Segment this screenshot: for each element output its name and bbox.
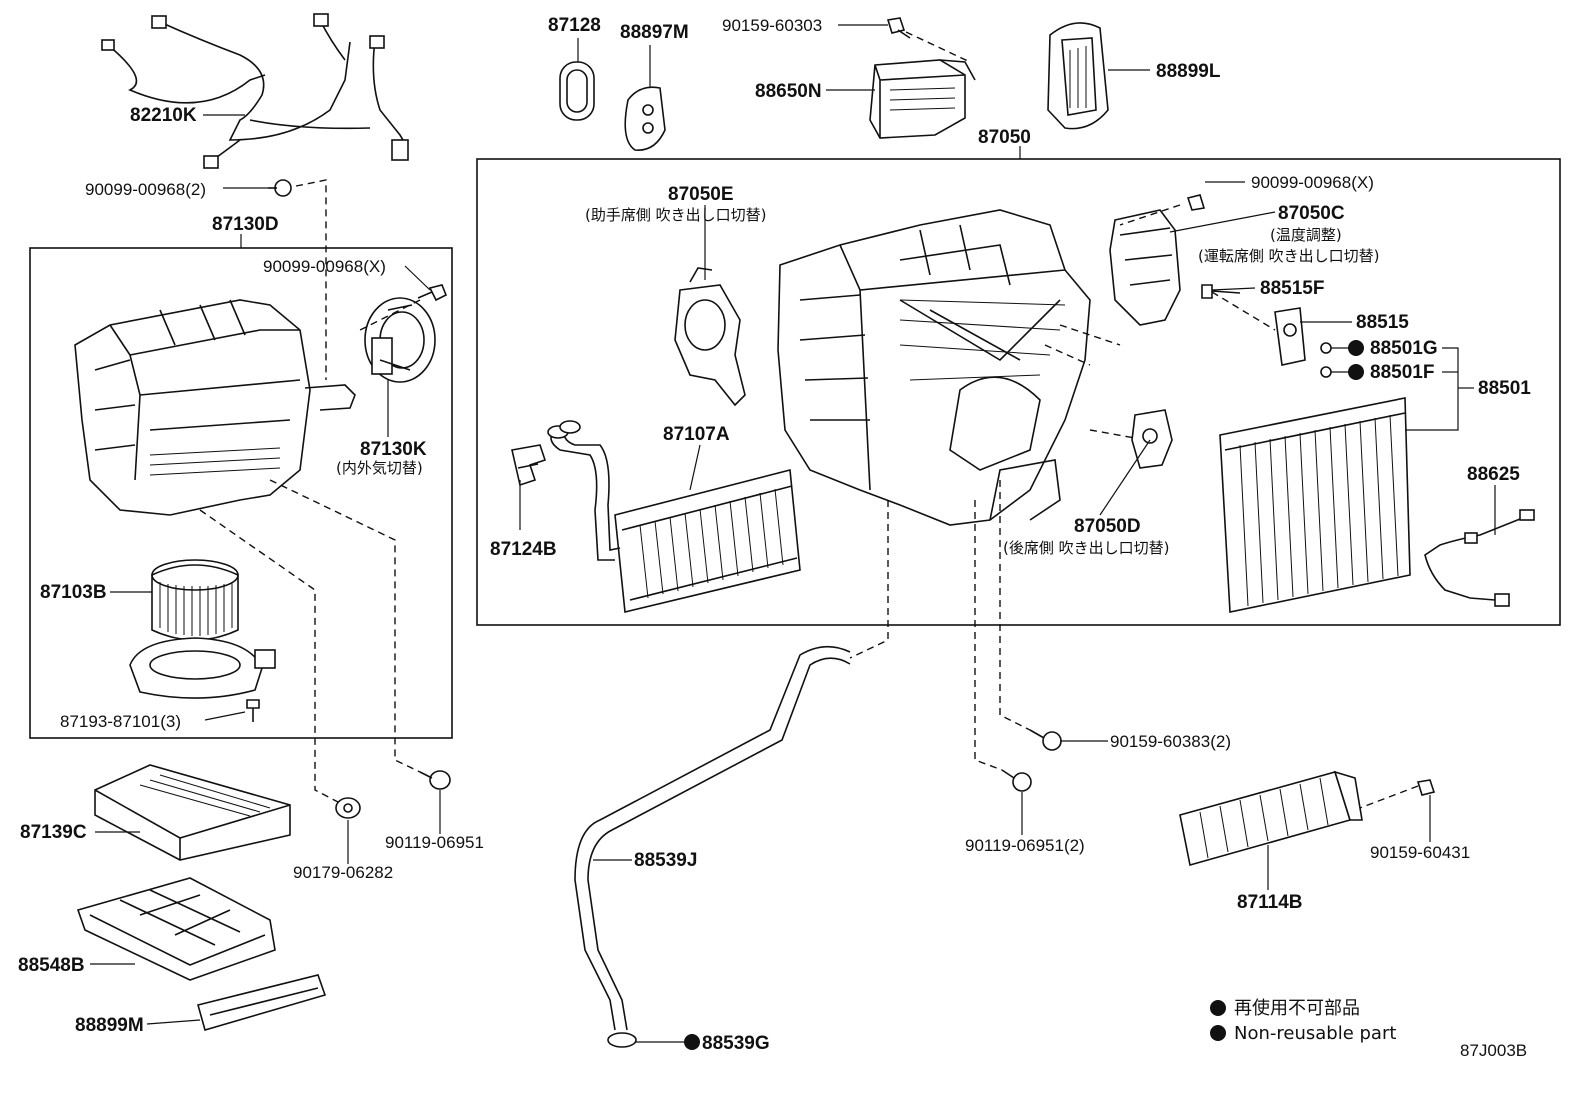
expansion-valve-88515 — [1274, 307, 1306, 366]
label-88899L: 88899L — [1156, 61, 1221, 82]
seal-87128 — [559, 61, 595, 121]
label-87050E: 87050E — [668, 184, 734, 205]
bolt-90119-06951 — [419, 770, 451, 790]
label-87114B: 87114B — [1237, 892, 1303, 913]
legend: 再使用不可部品 Non-reusable part — [1210, 998, 1396, 1044]
label-88501G: 88501G — [1370, 338, 1438, 359]
label-87130D: 87130D — [212, 214, 279, 235]
bolt-90159-60303 — [886, 17, 911, 39]
bolt-90099-00968-right — [1186, 194, 1206, 211]
label-87050E-sub: (助手席側 吹き出し口切替) — [585, 206, 766, 224]
label-87130K-sub: (内外気切替) — [336, 459, 423, 477]
blower-motor-87103B — [129, 559, 276, 699]
label-90119-06951: 90119-06951 — [385, 833, 484, 852]
o-ring-88501F — [1320, 366, 1332, 378]
label-82210K: 82210K — [130, 105, 197, 126]
label-88515: 88515 — [1356, 312, 1409, 333]
label-88650N: 88650N — [755, 81, 822, 102]
label-87050D: 87050D — [1074, 516, 1141, 537]
label-88897M: 88897M — [620, 22, 689, 43]
legend-dot-en — [1210, 1025, 1226, 1041]
label-90099-00968-x-left: 90099-00968(X) — [263, 257, 386, 276]
wire-harness-82210K — [101, 13, 409, 169]
label-90099-00968-2: 90099-00968(2) — [85, 180, 206, 199]
label-90099-00968-x-right: 90099-00968(X) — [1251, 173, 1374, 192]
label-88539J: 88539J — [634, 850, 697, 871]
non-reusable-dot-88501F — [1348, 364, 1364, 380]
servo-motor-87050C — [1109, 209, 1181, 326]
filter-case-88548B — [76, 877, 276, 981]
bolt-90159-60431 — [1416, 779, 1436, 796]
legend-text-jp: 再使用不可部品 — [1234, 998, 1360, 1019]
diagram-code: 87J003B — [1460, 1041, 1527, 1060]
legend-dot-jp — [1210, 1000, 1226, 1016]
non-reusable-dot-88501G — [1348, 340, 1364, 356]
label-87103B: 87103B — [40, 582, 107, 603]
label-87139C: 87139C — [20, 822, 87, 843]
label-87050C-sub2: (運転席側 吹き出し口切替) — [1198, 247, 1379, 265]
blower-case-87130D — [74, 299, 356, 516]
servo-motor-87130K — [364, 297, 436, 383]
label-88501: 88501 — [1478, 378, 1531, 399]
label-90159-60431: 90159-60431 — [1370, 843, 1470, 862]
bolt-88515F — [1201, 284, 1241, 299]
dashed-lines — [199, 31, 1419, 809]
bolt-90119-06951-2 — [1001, 769, 1032, 792]
label-87050: 87050 — [978, 127, 1031, 148]
label-87050C: 87050C — [1278, 203, 1345, 224]
evaporator-88501 — [1219, 397, 1411, 613]
label-87050C-sub1: (温度調整) — [1270, 226, 1342, 244]
label-87124B: 87124B — [490, 539, 557, 560]
label-88539G: 88539G — [702, 1033, 770, 1054]
seal-88897M — [624, 86, 666, 151]
label-88515F: 88515F — [1260, 278, 1324, 299]
o-ring-88501G — [1320, 342, 1332, 354]
label-88548B: 88548B — [18, 955, 85, 976]
label-90179-06282: 90179-06282 — [293, 863, 393, 882]
bolt-90099-00968-left — [417, 284, 448, 302]
label-90159-60383-2: 90159-60383(2) — [1110, 732, 1231, 751]
ptc-heater-87114B — [1179, 770, 1363, 867]
hvac-unit-87050 — [777, 209, 1091, 526]
screw-87193-87101 — [246, 699, 260, 722]
legend-text-en: Non-reusable part — [1234, 1023, 1396, 1044]
cover-88899M — [197, 974, 327, 1031]
servo-motor-87050E — [674, 267, 746, 407]
sensor-88625 — [1424, 509, 1535, 607]
label-90119-06951-2: 90119-06951(2) — [965, 836, 1085, 855]
label-87130K: 87130K — [360, 439, 427, 460]
drain-hose-88539J — [574, 645, 851, 1031]
bolt-90099-00968-2 — [268, 179, 292, 197]
leader-lines — [90, 24, 1496, 1043]
label-90159-60303: 90159-60303 — [722, 16, 822, 35]
clamp-87124B — [511, 444, 547, 487]
cover-88899L — [1047, 22, 1109, 130]
label-87050D-sub: (後席側 吹き出し口切替) — [1003, 539, 1169, 557]
bolt-90159-60383 — [1029, 729, 1062, 751]
label-87107A: 87107A — [663, 424, 730, 445]
heater-core-87107A — [547, 420, 801, 613]
label-88625: 88625 — [1467, 464, 1520, 485]
servo-motor-87050D — [1131, 409, 1173, 469]
clip-88539G — [607, 1032, 637, 1048]
label-87193-87101: 87193-87101(3) — [60, 712, 181, 731]
label-88501F: 88501F — [1370, 362, 1434, 383]
main-assembly-frame — [476, 158, 1561, 626]
non-reusable-dot-88539G — [684, 1034, 700, 1050]
air-filter-87139C — [94, 764, 291, 861]
ecu-88650N — [869, 59, 976, 139]
label-88899M: 88899M — [75, 1015, 144, 1036]
clip-90179-06282 — [335, 797, 361, 819]
label-87128: 87128 — [548, 15, 601, 36]
